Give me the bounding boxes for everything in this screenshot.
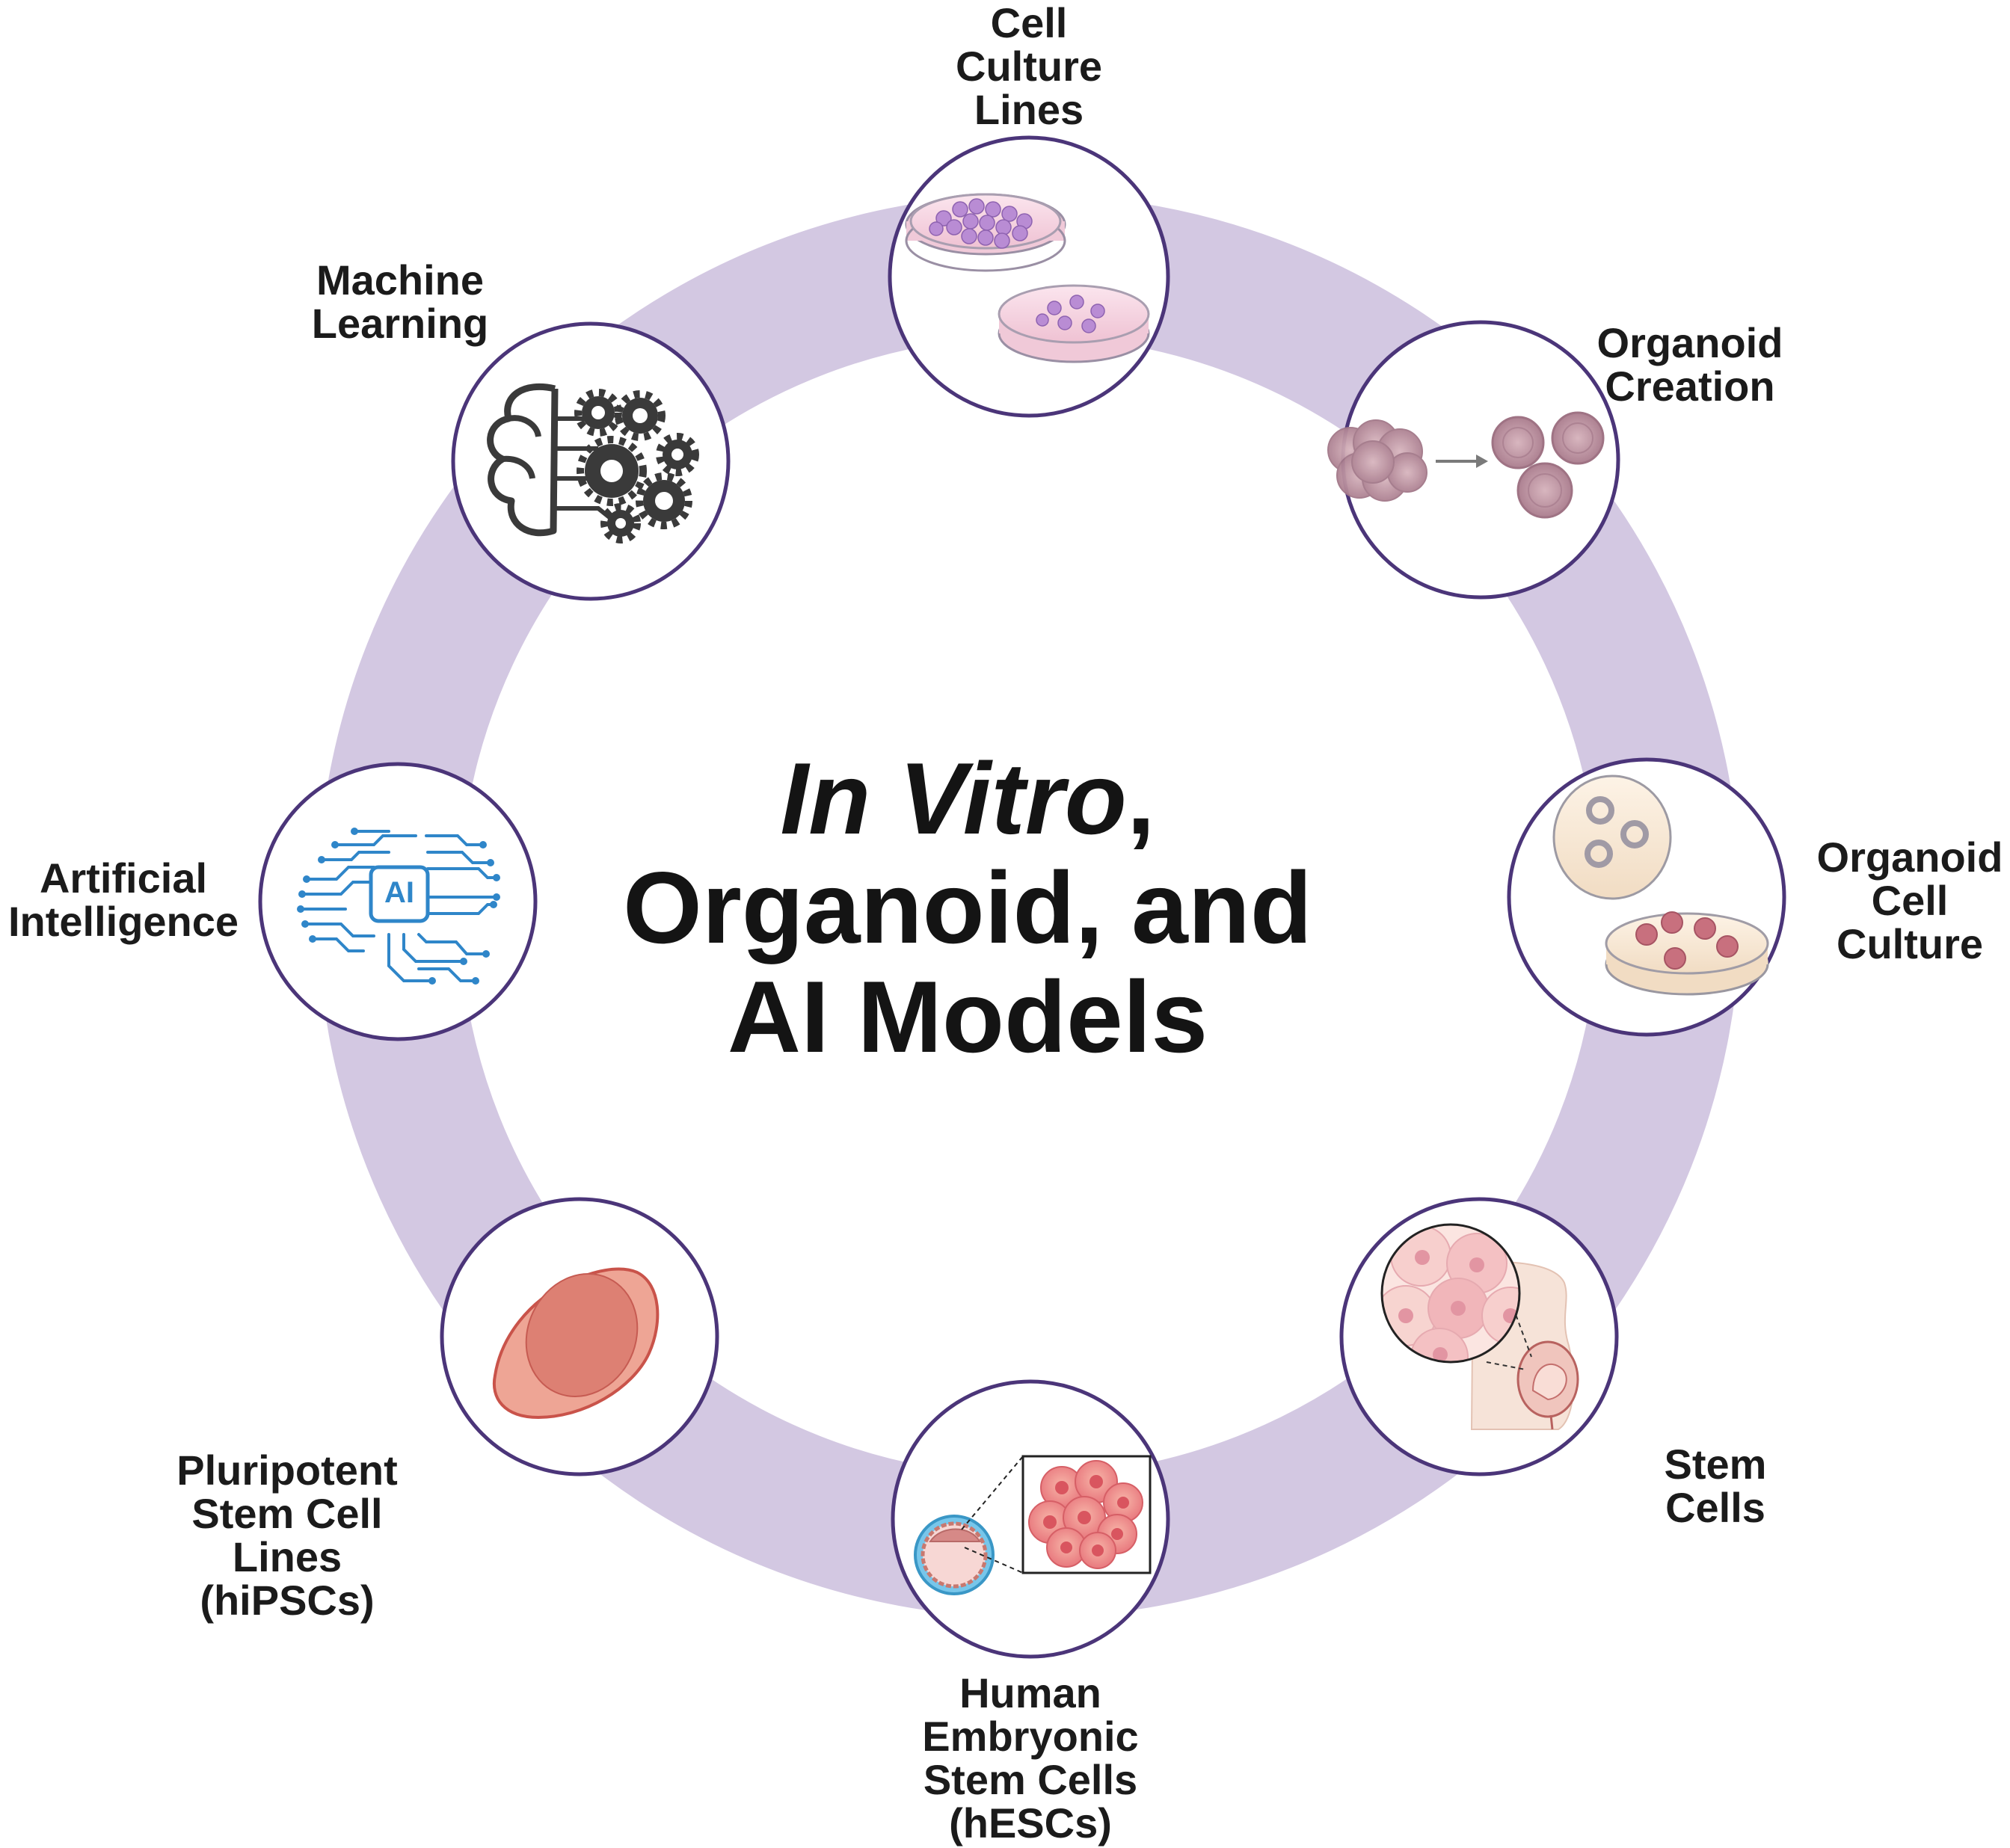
node-human-embryonic-stem-cells bbox=[891, 1379, 1170, 1659]
organoid-formation-icon bbox=[1327, 411, 1605, 519]
label-organoid-creation: Organoid Creation bbox=[1596, 319, 1783, 410]
title-comma: , bbox=[1126, 742, 1155, 855]
petri-dish-icon bbox=[905, 193, 1150, 363]
label-artificial-intelligence: Artificial Intelligence bbox=[7, 854, 239, 945]
fetus-stem-cell-icon bbox=[1380, 1223, 1579, 1430]
center-title: In Vitro, Organoid, and AI Models bbox=[556, 744, 1379, 1071]
blastocyst-icon bbox=[914, 1455, 1152, 1595]
title-line-2: Organoid, and bbox=[623, 851, 1312, 964]
ai-brain-icon bbox=[297, 828, 500, 985]
ai-chip-label: AI bbox=[384, 876, 414, 909]
node-pluripotent-stem-cell-lines bbox=[440, 1197, 719, 1476]
node-machine-learning bbox=[451, 321, 731, 601]
title-line-3: AI Models bbox=[727, 960, 1208, 1074]
single-cell-icon bbox=[492, 1267, 660, 1420]
label-machine-learning: Machine Learning bbox=[311, 256, 489, 347]
label-human-embryonic-stem-cells: Human Embryonic Stem Cells (hESCs) bbox=[922, 1669, 1139, 1847]
title-italic-part: In Vitro bbox=[780, 742, 1127, 855]
node-artificial-intelligence bbox=[258, 762, 538, 1041]
label-stem-cells: Stem Cells bbox=[1664, 1441, 1767, 1531]
node-organoid-creation bbox=[1327, 320, 1620, 600]
node-organoid-cell-culture bbox=[1507, 757, 1786, 1037]
organoid-dish-icon bbox=[1552, 774, 1769, 996]
title-line-1: In Vitro, bbox=[556, 744, 1379, 853]
node-stem-cells bbox=[1339, 1197, 1619, 1476]
brain-gears-icon bbox=[487, 383, 699, 543]
label-organoid-cell-culture: Organoid Cell Culture bbox=[1816, 834, 2003, 967]
label-cell-culture-lines: Cell Culture Lines bbox=[956, 0, 1102, 133]
node-cell-culture-lines bbox=[888, 135, 1170, 418]
label-pluripotent-stem-cell-lines: Pluripotent Stem Cell Lines (hiPSCs) bbox=[176, 1447, 398, 1624]
